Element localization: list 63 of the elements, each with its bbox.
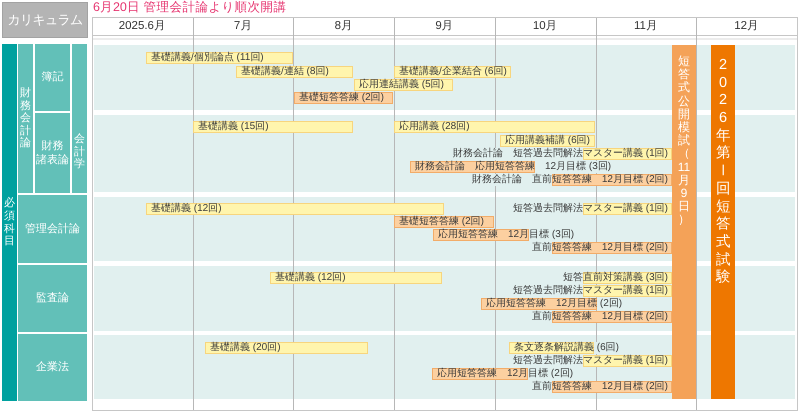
bar-label: 応用短答答練 12月目標 (3回) <box>438 229 574 241</box>
schedule-bar <box>146 203 444 215</box>
bar-label: 短答過去問解法マスター講義 (1回) <box>513 203 668 215</box>
subject-cell <box>18 265 87 332</box>
subject-label: 財務会計論 <box>20 86 31 150</box>
month-label: 12月 <box>734 20 760 33</box>
subject-label: 簿記 <box>42 70 64 85</box>
bar-label: 基礎講義 (12回) <box>151 203 222 215</box>
category-cell <box>2 44 17 401</box>
exam-label: 短答式公開模試（11月9日） <box>677 55 691 226</box>
month-label: 8月 <box>334 20 353 33</box>
schedule-bar <box>146 52 293 64</box>
month-label: 10月 <box>532 20 558 33</box>
bar-label: 基礎講義/個別論点 (11回) <box>151 52 264 64</box>
bar-label: 基礎講義/連結 (8回) <box>241 66 329 78</box>
subject-cell <box>18 334 87 401</box>
bar-label: 基礎講義 (20回) <box>210 342 281 354</box>
subject-label: 管理会計論 <box>25 222 80 236</box>
bar-label: 短答過去問解法マスター講義 (1回) <box>513 355 668 367</box>
bar-label: 基礎講義/企業結合 (6回) <box>399 66 507 78</box>
bar-label: 短答直前対策講義 (3回) <box>563 272 668 284</box>
header-label: カリキュラム <box>8 12 82 28</box>
bar-label: 財務会計論 短答過去問解法マスター講義 (1回) <box>453 148 668 160</box>
exam-label: 2026年第Ⅰ回短答式試験 <box>716 57 730 287</box>
mock-exam-bar <box>672 45 696 399</box>
bar-label: 財務会計論 応用短答答練 12月目標 (3回) <box>415 161 612 173</box>
schedule-bar <box>394 121 595 133</box>
subject-cell <box>35 44 70 111</box>
month-label: 7月 <box>234 20 252 33</box>
bar-label: 財務会計論 直前短答答練 12月目標 (2回) <box>472 174 668 186</box>
bar-label: 直前短答答練 12月目標 (2回) <box>532 311 668 323</box>
schedule-bar <box>270 272 442 284</box>
bar-label: 応用連結講義 (5回) <box>359 79 444 91</box>
schedule-bar <box>193 121 353 133</box>
bar-label: 基礎短答答練 (2回) <box>299 92 384 104</box>
bar-label: 応用短答答練 12月目標 (2回) <box>486 298 622 310</box>
bar-label: 応用講義補講 (6回) <box>505 135 590 147</box>
bar-label: 基礎短答答練 (2回) <box>399 216 484 228</box>
schedule-bar <box>205 342 368 354</box>
bar-label: 応用講義 (28回) <box>399 121 470 133</box>
month-label: 9月 <box>435 20 454 33</box>
heading: 6月20日 管理会計論より順次開講 <box>93 0 286 15</box>
bar-label: 基礎講義 (12回) <box>275 272 346 284</box>
bar-label: 応用短答答練 12月目標 (2回) <box>437 368 574 380</box>
subject-cell <box>18 44 33 193</box>
title-tab <box>2 2 88 38</box>
bar-label: 直前短答答練 12月目標 (2回) <box>532 242 668 254</box>
month-label: 2025.6月 <box>118 20 166 33</box>
subject-label: 必須科目 <box>4 197 15 248</box>
bar-label: 直前短答答練 12月目標 (2回) <box>532 381 668 393</box>
bar-label: 基礎講義 (15回) <box>198 121 269 133</box>
subject-cell <box>72 44 87 193</box>
month-label: 11月 <box>634 20 658 33</box>
schedule-bar <box>236 66 353 78</box>
subject-cell <box>35 113 70 193</box>
exam-bar <box>711 45 735 399</box>
subject-label: 会計学 <box>74 133 85 171</box>
subject-label: 企業法 <box>36 360 69 375</box>
subject-label: 監査論 <box>36 291 69 306</box>
subject-label: 財務諸表論 <box>36 138 69 168</box>
subject-cell <box>18 195 87 263</box>
bar-label: 短答過去問解法マスター講義 (1回) <box>513 285 668 297</box>
bar-label: 条文逐条解説講義 (6回) <box>514 342 619 354</box>
